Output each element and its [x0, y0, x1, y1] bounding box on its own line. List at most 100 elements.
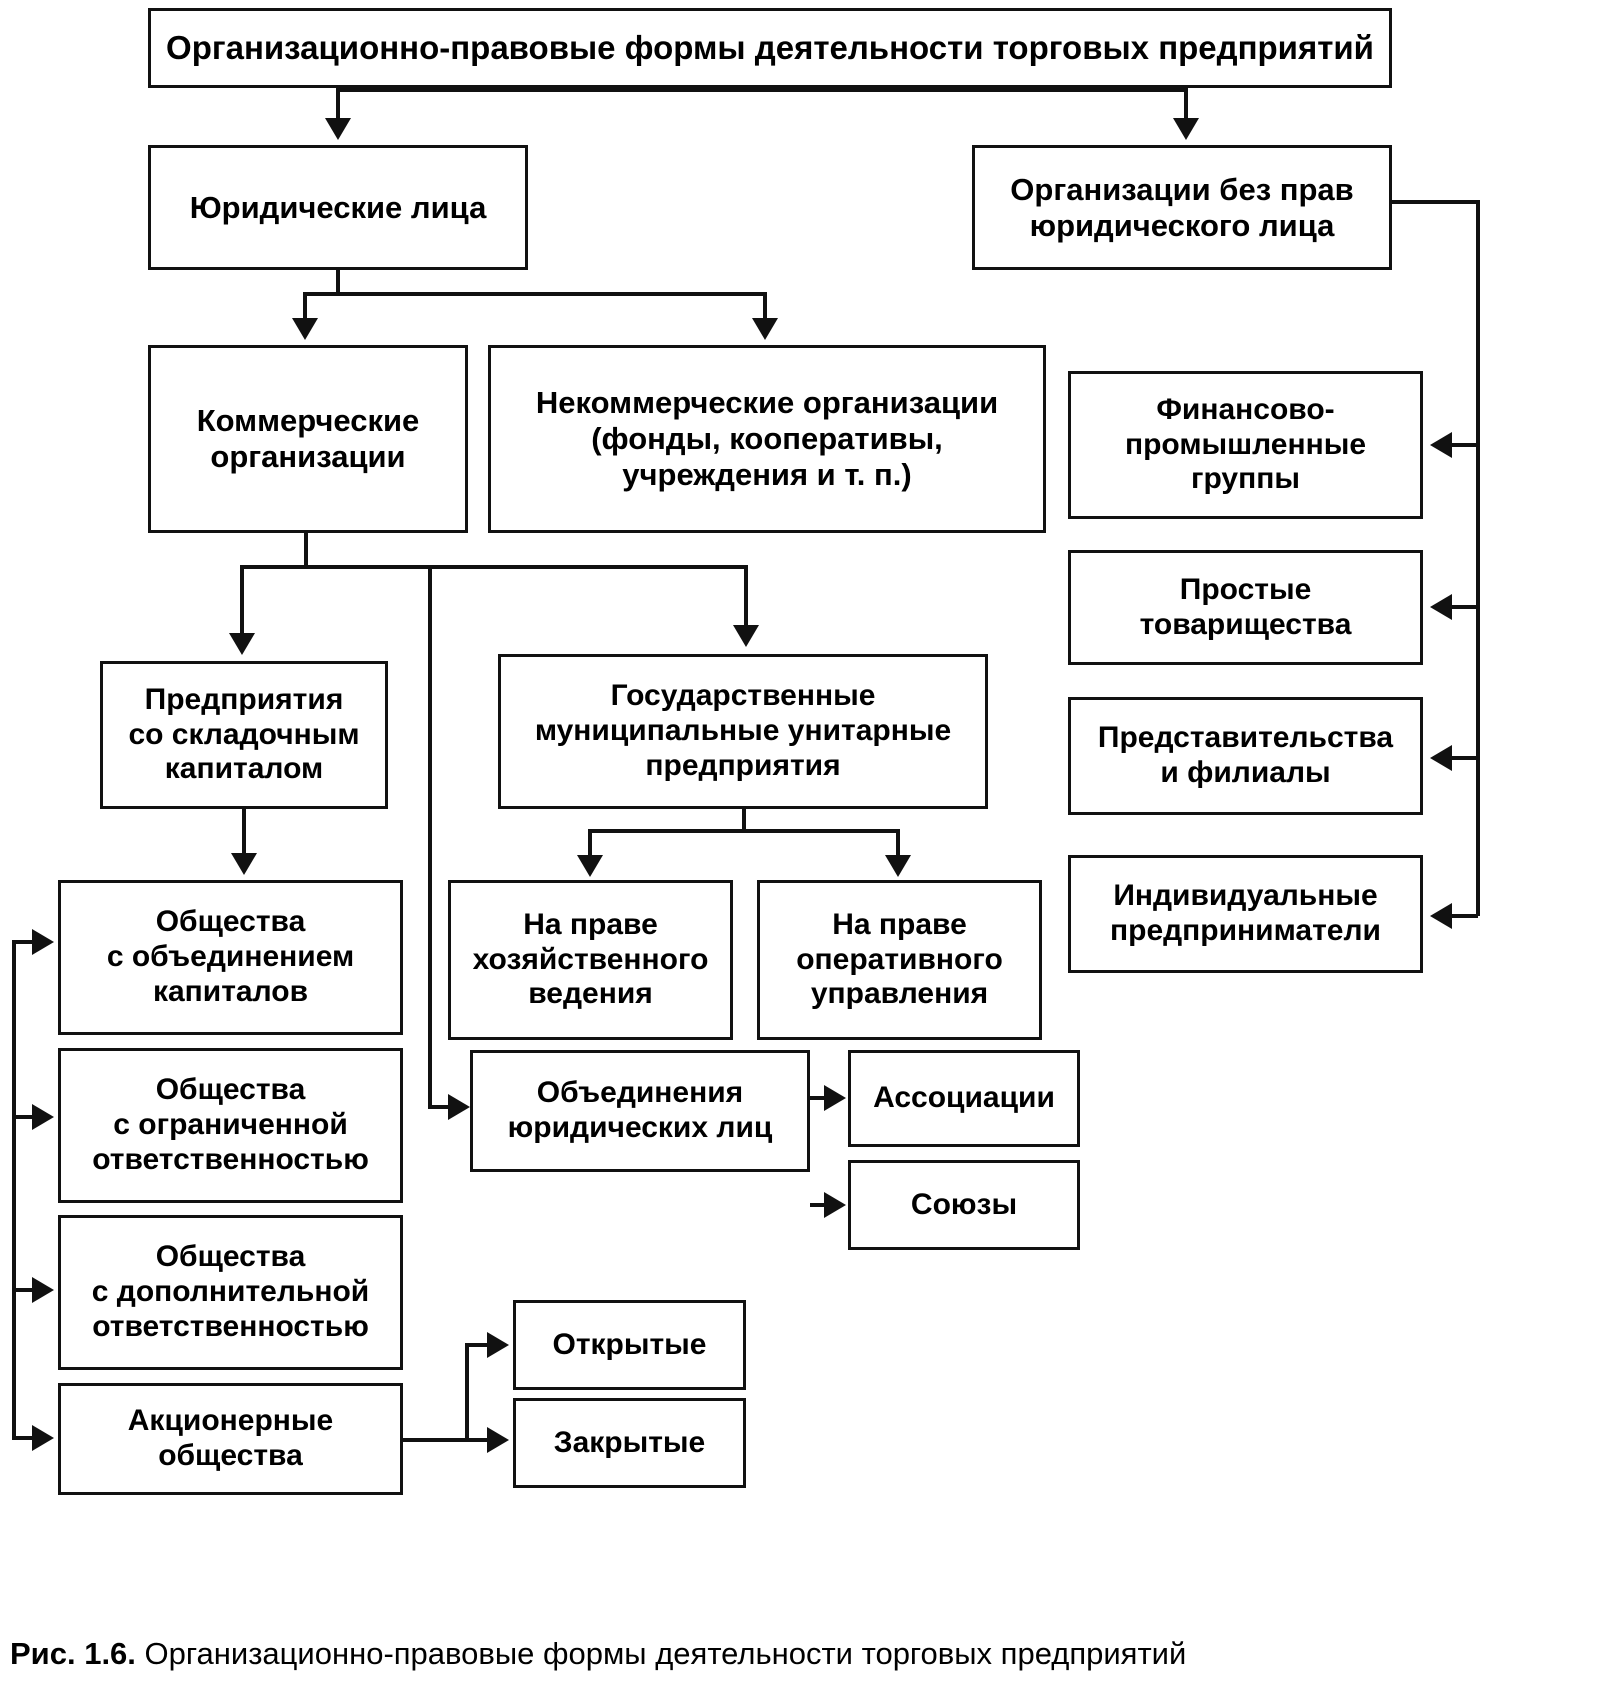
figure-number: Рис. 1.6.: [10, 1636, 136, 1671]
connector-commercial-to-associations-run: [428, 1105, 450, 1109]
connector-title-split: [336, 88, 1188, 92]
connector-commercial-to-share-capital: [240, 565, 244, 635]
node-representations-branches: Представительства и филиалы: [1068, 697, 1423, 815]
connector-bus-to-individual-entrepreneurs: [1452, 914, 1478, 918]
connector-to-open: [465, 1343, 489, 1347]
node-limited-liability-label: Общества с ограниченной ответственностью: [92, 1073, 369, 1176]
connector-commercial-to-associations-stem: [428, 565, 432, 1108]
connector-title-left-stem: [336, 88, 340, 120]
connector-open-closed-riser: [465, 1343, 469, 1440]
arrowhead-to-state-municipal: [733, 625, 759, 647]
node-closed: Закрытые: [513, 1398, 746, 1488]
arrowhead-to-capital-union-side: [32, 929, 54, 955]
node-operational-management: На праве оперативного управления: [757, 880, 1042, 1040]
node-operational-management-label: На праве оперативного управления: [796, 907, 1003, 1011]
connector-bus-to-additional-liability: [12, 1288, 34, 1292]
arrowhead-to-capital-union: [231, 853, 257, 875]
arrowhead-to-financial-industrial: [1430, 432, 1452, 458]
node-capital-union-label: Общества с объединением капиталов: [106, 905, 355, 1008]
node-additional-liability: Общества с дополнительной ответственност…: [58, 1215, 403, 1370]
node-limited-liability: Общества с ограниченной ответственностью: [58, 1048, 403, 1203]
connector-bus-to-representations-branches: [1452, 756, 1478, 760]
node-no-legal-rights-label: Организации без прав юридического лица: [1010, 171, 1354, 243]
arrowhead-to-operational-management: [885, 855, 911, 877]
node-additional-liability-label: Общества с дополнительной ответственност…: [91, 1240, 370, 1343]
arrowhead-to-economic-management: [577, 855, 603, 877]
node-commercial-label: Коммерческие организации: [196, 403, 420, 474]
node-associations: Ассоциации: [848, 1050, 1080, 1147]
connector-to-noncommercial: [763, 292, 767, 320]
node-legal-entity-associations: Объединения юридических лиц: [470, 1050, 810, 1172]
node-associations-label: Ассоциации: [873, 1081, 1055, 1115]
arrowhead-to-noncommercial: [752, 318, 778, 340]
node-closed-label: Закрытые: [553, 1425, 706, 1459]
node-share-capital: Предприятия со складочным капиталом: [100, 661, 388, 809]
arrowhead-to-open: [487, 1332, 509, 1358]
arrowhead-to-share-capital: [229, 633, 255, 655]
node-simple-partnerships-label: Простые товарищества: [1139, 572, 1352, 641]
connector-bus-to-simple-partnerships: [1452, 605, 1478, 609]
connector-bus-to-capital-union: [12, 940, 34, 944]
arrowhead-to-associations: [824, 1085, 846, 1111]
arrowhead-to-unions: [824, 1192, 846, 1218]
connector-title-right-stem: [1184, 88, 1188, 120]
arrowhead-to-no-legal-rights: [1173, 118, 1199, 140]
node-open: Открытые: [513, 1300, 746, 1390]
figure-caption: Рис. 1.6. Организационно-правовые формы …: [10, 1636, 1600, 1672]
arrowhead-to-individual-entrepreneurs: [1430, 903, 1452, 929]
connector-legal-entities-stem: [336, 270, 340, 296]
node-no-legal-rights: Организации без прав юридического лица: [972, 145, 1392, 270]
arrowhead-to-legal-entities: [325, 118, 351, 140]
node-joint-stock: Акционерные общества: [58, 1383, 403, 1495]
connector-joint-stock-stem: [403, 1438, 469, 1442]
node-unions-label: Союзы: [910, 1187, 1018, 1221]
node-share-capital-label: Предприятия со складочным капиталом: [128, 682, 360, 786]
node-noncommercial-label: Некоммерческие организации (фонды, коопе…: [535, 385, 999, 492]
node-noncommercial: Некоммерческие организации (фонды, коопе…: [488, 345, 1046, 533]
node-state-municipal: Государственные муниципальные унитарные …: [498, 654, 988, 809]
connector-state-municipal-split: [588, 829, 900, 833]
connector-commercial-split: [240, 565, 748, 569]
node-open-label: Открытые: [552, 1327, 707, 1361]
connector-to-economic-management: [588, 829, 592, 857]
node-financial-industrial: Финансово- промышленные группы: [1068, 371, 1423, 519]
connector-legal-entities-split: [303, 292, 767, 296]
arrowhead-to-closed: [487, 1427, 509, 1453]
connector-bus-to-limited-liability: [12, 1115, 34, 1119]
connector-state-municipal-stem: [742, 809, 746, 833]
connector-assoc-to-unions: [810, 1203, 826, 1207]
node-financial-industrial-label: Финансово- промышленные группы: [1124, 392, 1367, 496]
arrowhead-to-additional-liability: [32, 1277, 54, 1303]
node-legal-entities: Юридические лица: [148, 145, 528, 270]
connector-commercial-stem: [304, 533, 308, 569]
node-joint-stock-label: Акционерные общества: [127, 1404, 334, 1472]
arrowhead-to-simple-partnerships: [1430, 594, 1452, 620]
node-economic-management-label: На праве хозяйственного ведения: [472, 907, 709, 1011]
node-individual-entrepreneurs-label: Индивидуальные предприниматели: [1110, 879, 1381, 947]
arrowhead-to-joint-stock: [32, 1425, 54, 1451]
figure-caption-text: Организационно-правовые формы деятельнос…: [144, 1636, 1187, 1671]
node-legal-entity-associations-label: Объединения юридических лиц: [507, 1076, 773, 1144]
node-representations-branches-label: Представительства и филиалы: [1097, 721, 1394, 789]
node-legal-entities-label: Юридические лица: [189, 189, 487, 225]
connector-right-bus: [1476, 200, 1480, 916]
arrowhead-to-representations-branches: [1430, 745, 1452, 771]
connector-commercial-to-state-municipal: [744, 565, 748, 627]
arrowhead-to-limited-liability: [32, 1104, 54, 1130]
node-unions: Союзы: [848, 1160, 1080, 1250]
node-title: Организационно-правовые формы деятельнос…: [148, 8, 1392, 88]
connector-assoc-to-associations: [810, 1096, 826, 1100]
arrowhead-to-commercial: [292, 318, 318, 340]
node-title-label: Организационно-правовые формы деятельнос…: [166, 28, 1374, 66]
connector-share-capital-stem: [242, 809, 246, 855]
connector-to-commercial: [303, 292, 307, 320]
arrowhead-to-legal-entity-associations: [448, 1094, 470, 1120]
connector-no-legal-rights-out: [1392, 200, 1480, 204]
connector-to-closed: [465, 1438, 489, 1442]
connector-bus-to-financial-industrial: [1452, 443, 1478, 447]
connector-societies-bus: [12, 940, 16, 1440]
node-capital-union: Общества с объединением капиталов: [58, 880, 403, 1035]
node-simple-partnerships: Простые товарищества: [1068, 550, 1423, 665]
node-economic-management: На праве хозяйственного ведения: [448, 880, 733, 1040]
